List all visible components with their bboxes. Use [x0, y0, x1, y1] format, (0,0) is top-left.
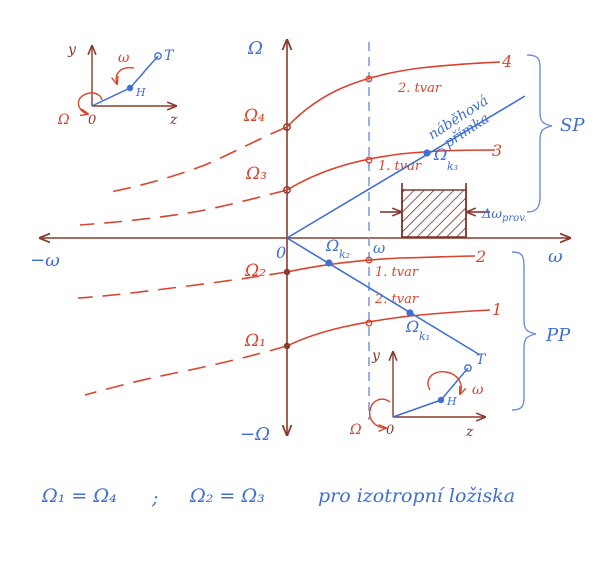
footer-sep: ;: [151, 487, 158, 509]
Omega-pos-label: Ω: [247, 38, 263, 59]
curve-3-label: 3: [492, 141, 502, 160]
inset-top-H: H: [135, 86, 146, 99]
curve-3: [286, 149, 496, 191]
inset-top-omega-arrow: [116, 67, 135, 84]
band-label: Δωprov.: [481, 207, 527, 224]
lower-1tvar-label: 1. tvar: [375, 265, 419, 280]
inset-bottom-H: H: [446, 395, 457, 408]
inset-bottom-T: T: [476, 352, 487, 368]
footer-eq2: Ω₂ = Ω₃: [189, 485, 265, 507]
inset-top-radius-2: [129, 55, 159, 89]
inset-bottom-omega: ω: [472, 382, 484, 398]
curve-1: [286, 309, 491, 347]
inset-bottom-y: y: [371, 348, 381, 364]
sp-label: SP: [560, 115, 585, 136]
critical-point-k3: [423, 149, 431, 157]
inset-top-Omega: Ω: [57, 112, 70, 128]
inset-top-Omega-arrow: [77, 92, 103, 114]
inset-bottom-H-dot: [437, 396, 445, 404]
intercept-O1: [283, 342, 291, 350]
op-dot-1: [365, 319, 373, 327]
inset-bottom-origin: 0: [386, 423, 394, 438]
Omega-4-label: Ω₄: [243, 106, 265, 126]
op-dot-4: [365, 75, 373, 83]
critical-k3-label: Ω: [433, 145, 447, 164]
inset-bottom-T-dot: [464, 364, 472, 372]
inset-top-H-dot: [126, 84, 134, 92]
critical-point-k2: [325, 259, 333, 267]
upper-2tvar-label: 2. tvar: [397, 81, 442, 96]
curve-4: [286, 61, 501, 128]
inset-top-y: y: [67, 42, 77, 58]
op-dot-2: [365, 256, 373, 264]
curve-1-label: 1: [492, 300, 502, 319]
critical-k1-label: Ω: [405, 317, 419, 336]
inset-bottom-omega-arrow: [427, 371, 461, 394]
inset-top: y z 0 H T ω Ω: [57, 42, 178, 128]
critical-k1-sub: k₁: [419, 330, 430, 343]
footer-eq1: Ω₁ = Ω₄: [41, 485, 117, 507]
inset-top-T: T: [164, 48, 175, 64]
pp-label: PP: [545, 325, 571, 346]
footer-note: pro izotropní ložiska: [318, 485, 515, 507]
Omega-neg-label: −Ω: [240, 424, 270, 445]
origin-label: 0: [276, 243, 286, 262]
inset-bottom-Omega: Ω: [349, 422, 362, 438]
curve-1-left: [84, 345, 288, 396]
inset-top-T-dot: [154, 52, 162, 60]
inset-top-z: z: [169, 112, 178, 128]
curve-2-label: 2: [475, 247, 486, 266]
inset-top-omega: ω: [118, 50, 130, 66]
critical-k2-label: Ω: [325, 236, 339, 255]
inset-bottom: y z 0 H T ω Ω: [349, 348, 487, 440]
run-line-lower: [286, 237, 481, 356]
intercept-O2: [283, 268, 291, 276]
operating-omega-label: ω: [373, 239, 385, 257]
inset-top-radius-1: [91, 87, 131, 107]
run-line-upper: [286, 95, 526, 239]
upper-1tvar-label: 1. tvar: [378, 159, 422, 174]
omega-pos-label: ω: [548, 246, 563, 267]
curve-4-label: 4: [501, 52, 512, 71]
Omega-1-label: Ω₁: [244, 331, 266, 351]
curve-4-left: [109, 126, 288, 193]
intercept-O3: [283, 186, 291, 194]
Omega-2-label: Ω₂: [244, 261, 266, 281]
inset-bottom-radius-1: [392, 399, 442, 418]
sp-brace: [526, 54, 553, 213]
inset-bottom-z: z: [465, 424, 474, 440]
op-dot-3: [365, 156, 373, 164]
inset-bottom-radius-2: [440, 367, 469, 401]
curve-2-left: [77, 271, 288, 299]
critical-point-k1: [406, 309, 414, 317]
Omega-3-label: Ω₃: [245, 164, 267, 184]
inset-bottom-Omega-arrow: [369, 398, 391, 428]
operating-band: [401, 189, 467, 238]
critical-k3-sub: k₃: [447, 160, 458, 173]
intercept-O4: [283, 123, 291, 131]
inset-top-origin: 0: [88, 113, 96, 128]
critical-k2-sub: k₂: [339, 248, 350, 261]
lower-2tvar-label: 2. tvar: [374, 292, 419, 307]
omega-neg-label: −ω: [30, 250, 60, 271]
curve-2: [286, 255, 476, 273]
curve-3-left: [79, 189, 288, 226]
pp-brace: [511, 251, 537, 411]
